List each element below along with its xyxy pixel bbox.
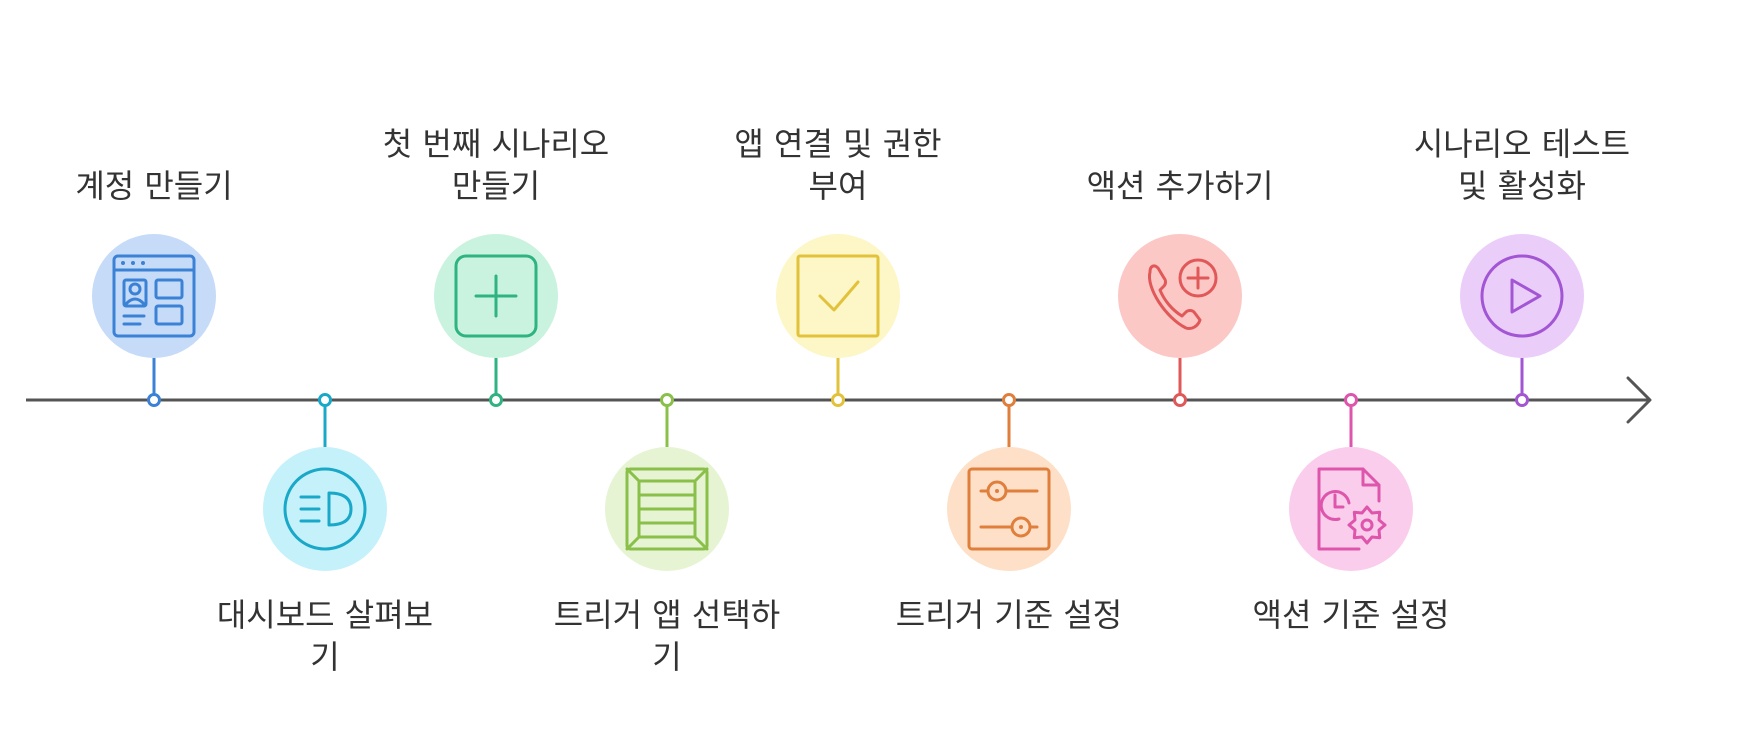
step-label: 첫 번째 시나리오: [383, 125, 609, 163]
timeline-node: [489, 393, 503, 407]
step-label: 액션 추가하기: [1087, 167, 1274, 205]
step-label: 기: [652, 638, 681, 676]
timeline-node: [831, 393, 845, 407]
checkbox-icon: [796, 254, 880, 338]
headlight-icon: [283, 467, 367, 551]
step-label: 및 활성화: [1458, 167, 1586, 205]
account-card-icon: [112, 254, 196, 338]
sliders-icon: [967, 467, 1051, 551]
timeline-node: [1515, 393, 1529, 407]
timeline-node: [660, 393, 674, 407]
step-label: 계정 만들기: [75, 167, 232, 205]
timeline-node: [318, 393, 332, 407]
timeline-node: [147, 393, 161, 407]
step-label: 부여: [809, 167, 868, 205]
step-add-action: 액션 추가하기: [1087, 167, 1274, 407]
step-label: 만들기: [452, 167, 540, 205]
step-label: 앱 연결 및 권한: [734, 125, 941, 163]
step-label: 액션 기준 설정: [1253, 596, 1450, 634]
icon-circle: [776, 234, 900, 358]
file-clock-gear-icon: [1317, 467, 1387, 551]
step-action-criteria: 액션 기준 설정: [1253, 393, 1450, 634]
play-circle-icon: [1480, 254, 1564, 338]
phone-plus-icon: [1148, 258, 1218, 330]
plus-square-icon: [454, 254, 538, 338]
icon-circle: [92, 234, 216, 358]
step-create-account: 계정 만들기: [75, 167, 233, 407]
timeline-node: [1344, 393, 1358, 407]
step-label: 대시보드 살펴보: [217, 596, 433, 634]
step-label: 기: [310, 638, 339, 676]
step-trigger-criteria: 트리거 기준 설정: [896, 393, 1122, 634]
step-label: 시나리오 테스트: [1414, 125, 1630, 163]
timeline-node: [1002, 393, 1016, 407]
icon-circle: [1460, 234, 1584, 358]
icon-circle: [947, 447, 1071, 571]
step-label: 트리거 앱 선택하: [554, 596, 780, 634]
step-label: 트리거 기준 설정: [896, 596, 1122, 634]
icon-circle: [263, 447, 387, 571]
timeline-node: [1173, 393, 1187, 407]
timeline-arrow-head: [1626, 376, 1652, 424]
crate-icon: [625, 467, 709, 551]
icon-circle: [1289, 447, 1413, 571]
icon-circle: [1118, 234, 1242, 358]
